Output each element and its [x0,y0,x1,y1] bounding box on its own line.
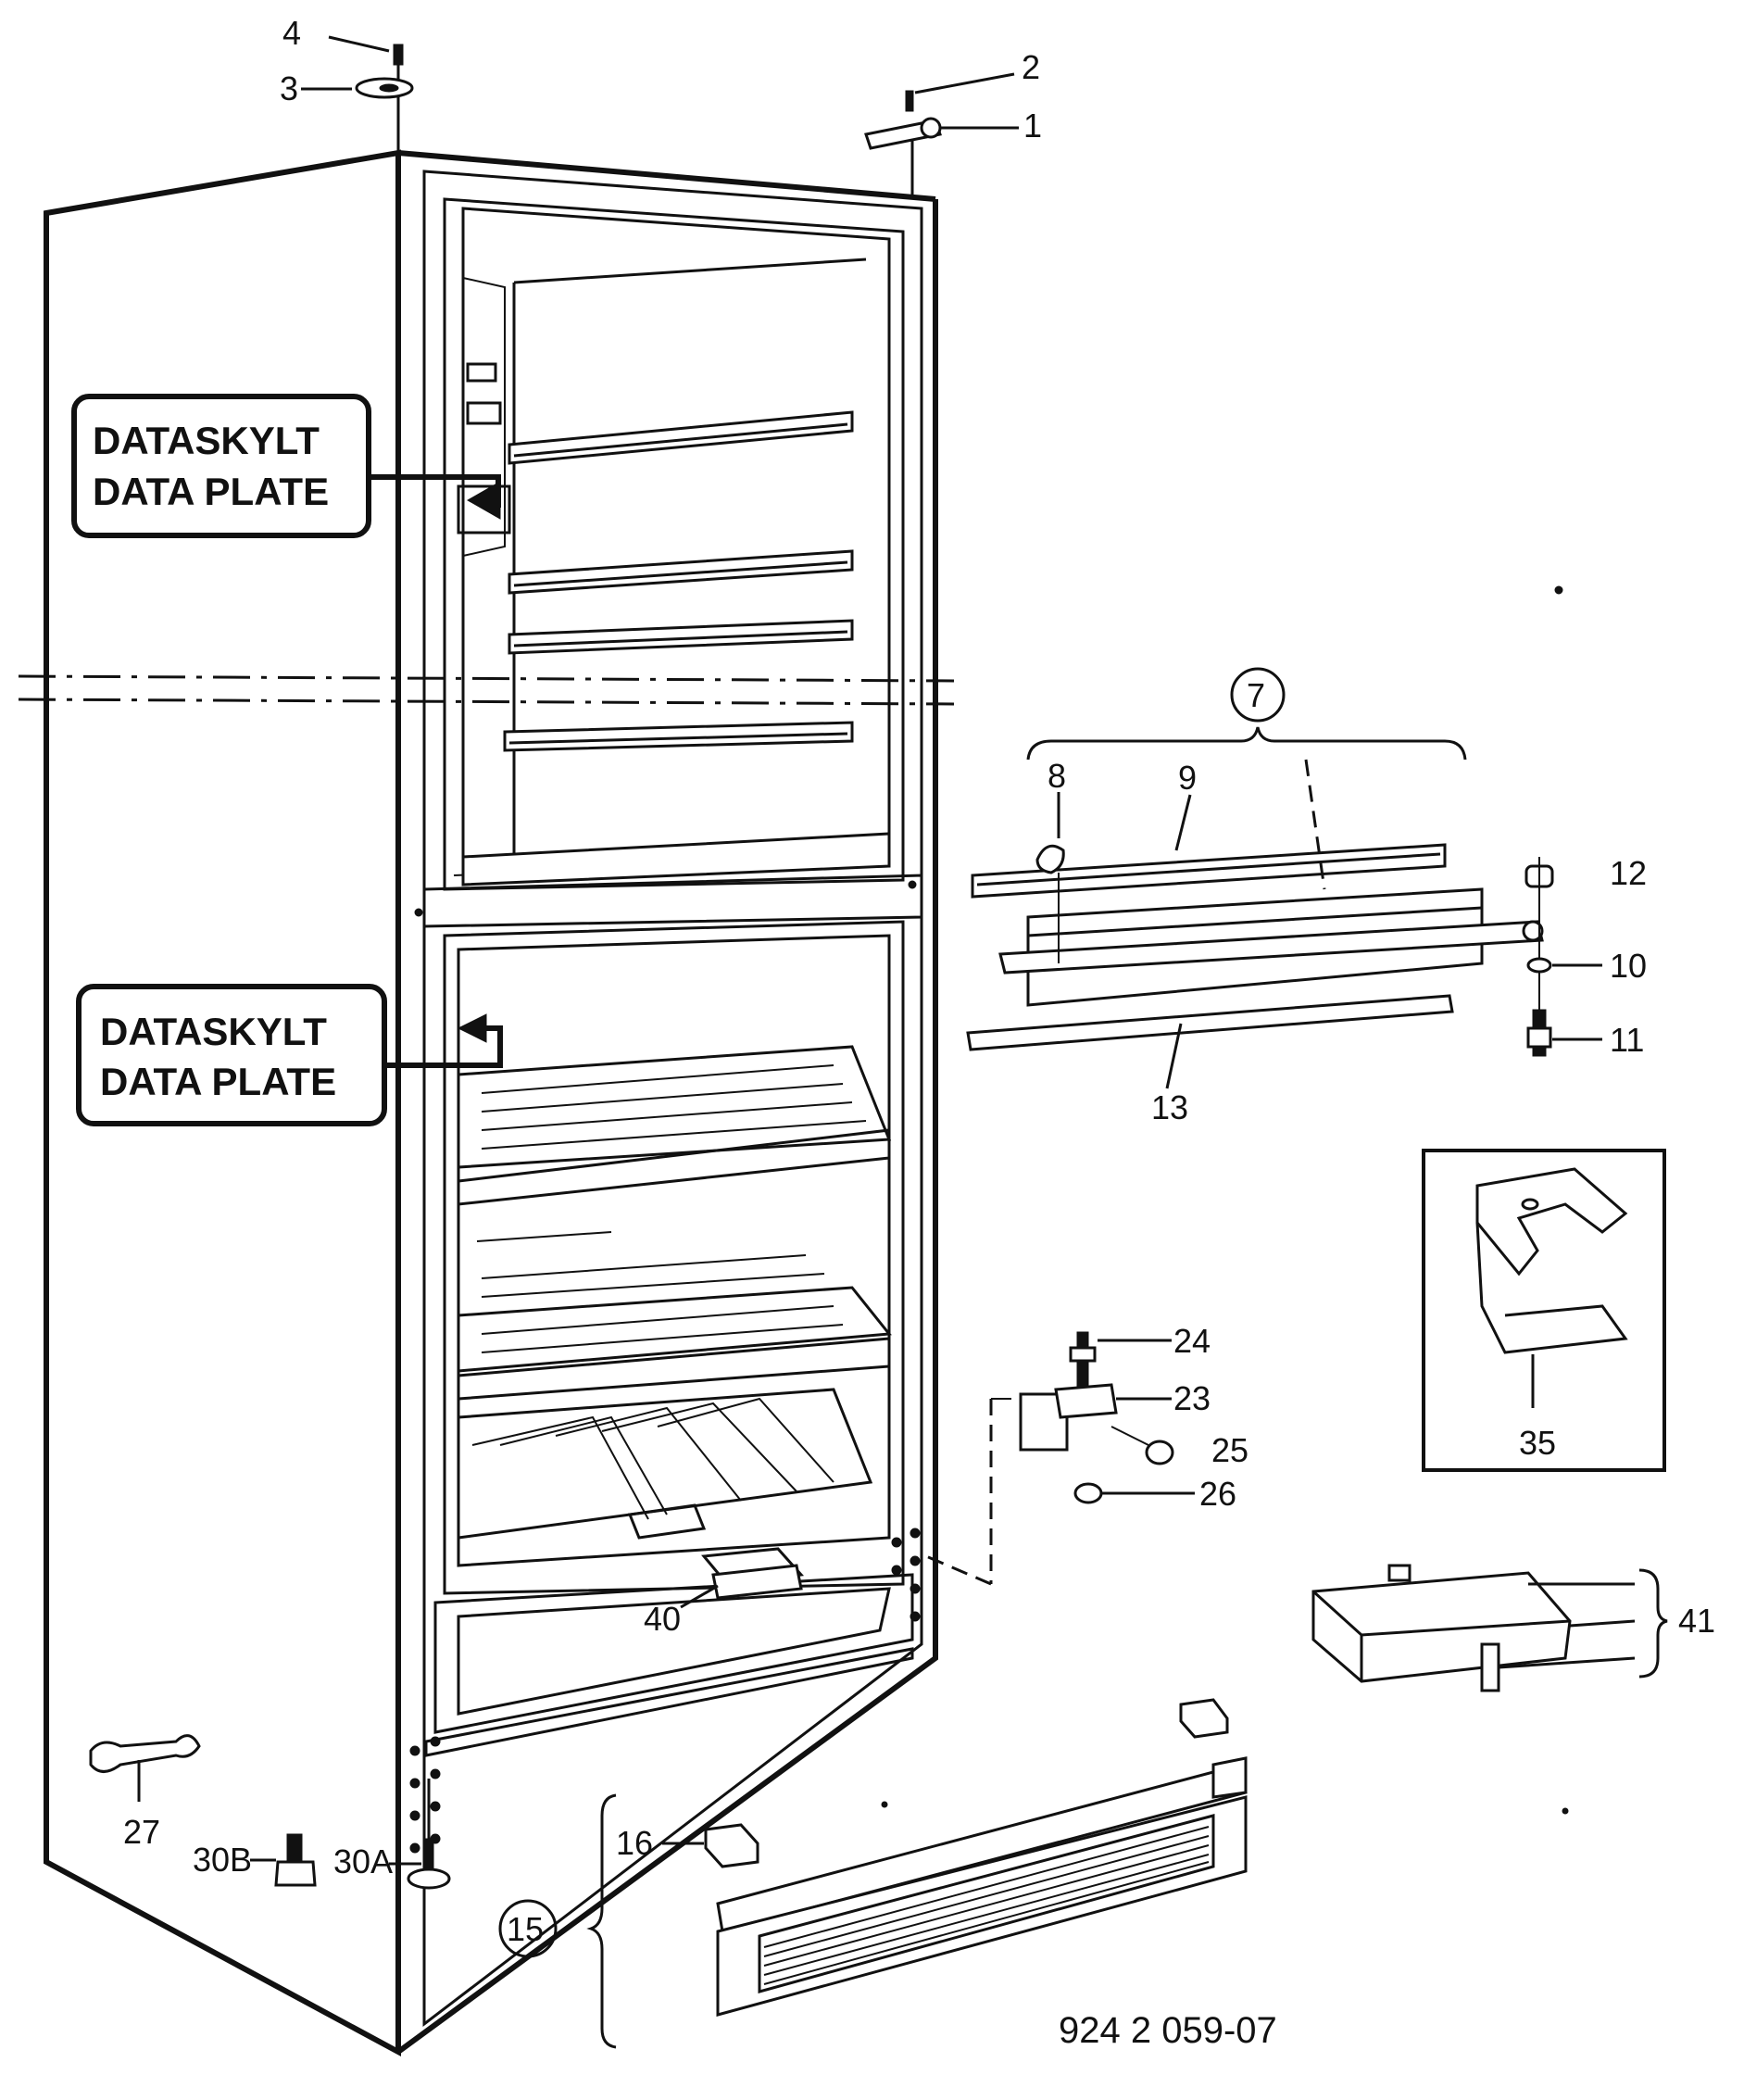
data-plate-label-upper: DATASKYLT DATA PLATE [71,394,501,538]
top-hinge-left [301,35,414,153]
callout-35: 35 [1519,1424,1556,1462]
callout-25: 25 [1211,1431,1248,1469]
data-plate-label-upper-line1: DATASKYLT [93,419,320,462]
data-plate-label-upper-line2: DATA PLATE [93,470,329,513]
foot-30a [389,1779,451,1890]
upper-shelves [457,362,891,887]
callout-11: 11 [1610,1021,1644,1059]
hinge-holes-right [891,1528,921,1622]
callout-23: 23 [1173,1379,1211,1417]
callout-27: 27 [123,1813,160,1851]
cover-41 [1311,1564,1668,1692]
callout-3: 3 [280,69,298,107]
data-plate-label-lower: DATASKYLT DATA PLATE [76,984,503,1126]
callout-30b: 30B [193,1841,252,1879]
callout-16: 16 [616,1824,653,1862]
hinge-holes-left [409,1736,441,1854]
callout-15: 15 [507,1910,544,1948]
callout-9: 9 [1178,759,1197,797]
door-shelf-assembly: 7 [966,667,1602,1089]
callout-24: 24 [1173,1322,1211,1360]
lower-hinge [925,1331,1195,1586]
callout-7: 7 [1247,676,1265,714]
callout-40: 40 [644,1600,681,1638]
data-plate-label-lower-line1: DATASKYLT [100,1010,327,1053]
callout-2: 2 [1022,48,1040,86]
callout-4: 4 [282,14,301,52]
wrench-27 [89,1734,201,1802]
drawing-number: 924 2 059-07 [1059,2010,1277,2051]
bottom-bracket-40 [680,1547,805,1609]
grille-assembly-15: 15 [498,1698,1248,2049]
callout-30a: 30A [333,1842,393,1880]
break-lines [18,674,955,706]
foot-30b [250,1833,317,1887]
callout-12: 12 [1610,854,1647,892]
callout-41: 41 [1678,1602,1715,1640]
detail-box-35 [1422,1149,1666,1472]
wire-shelves [457,1045,892,1540]
callout-26: 26 [1199,1475,1236,1513]
callout-8: 8 [1048,757,1066,795]
top-hinge-right [864,72,1019,195]
data-plate-label-lower-line2: DATA PLATE [100,1060,336,1103]
callout-1: 1 [1023,107,1042,145]
callout-10: 10 [1610,947,1647,985]
callout-13: 13 [1151,1088,1188,1126]
